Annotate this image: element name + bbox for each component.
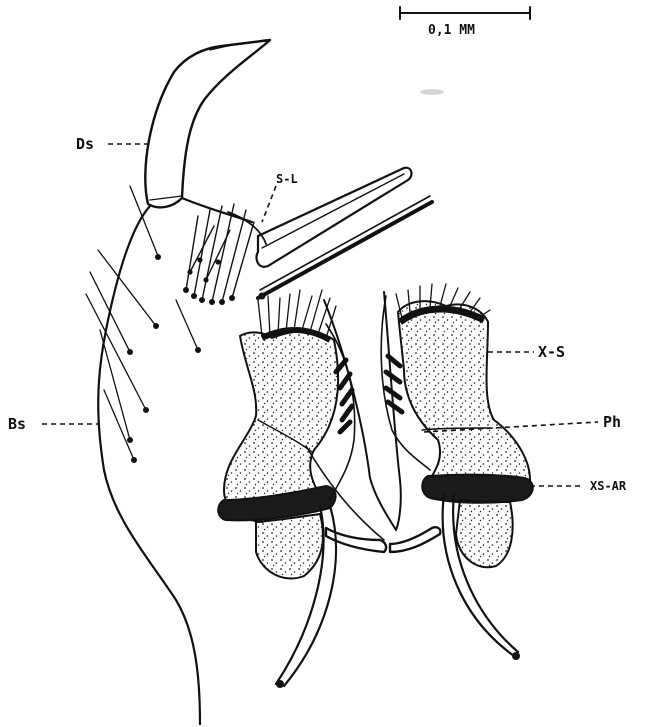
label-ph: Ph: [603, 413, 621, 431]
smudge-mark: [420, 89, 444, 95]
right-lower-lobe: [456, 500, 513, 567]
dististyle: [145, 40, 270, 207]
rod-setae: [256, 168, 432, 300]
right-claspette: [396, 284, 530, 486]
label-ds: Ds: [76, 135, 94, 153]
label-sl: S-L: [276, 172, 298, 186]
left-lower-lobe: [256, 514, 323, 579]
label-bs: Bs: [8, 415, 26, 433]
label-xs: X-S: [538, 343, 565, 361]
label-xs-ar: XS-AR: [590, 479, 627, 493]
subapical-lobe-setae: [183, 204, 254, 305]
scale-bar: 0,1 MM: [400, 7, 530, 38]
scale-bar-label: 0,1 MM: [428, 23, 475, 38]
right-xs-ar-band: [422, 475, 533, 503]
